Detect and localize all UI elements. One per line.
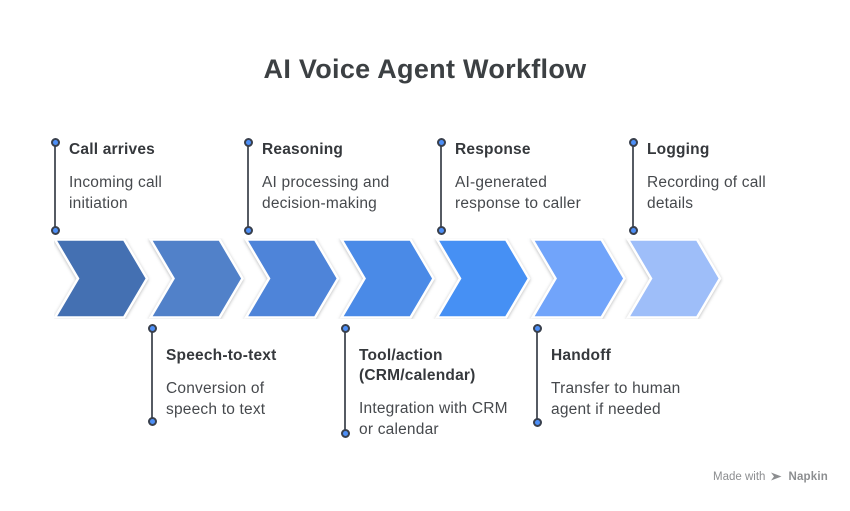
connector-dot-top — [629, 138, 638, 147]
diagram-title: AI Voice Agent Workflow — [263, 54, 587, 84]
connector-dot-bottom — [51, 226, 60, 235]
connector-line — [54, 142, 56, 230]
step-name: Reasoning — [262, 141, 344, 158]
connector-dot-top — [437, 138, 446, 147]
connector-dot-bottom — [629, 226, 638, 235]
connector-dot-bottom — [148, 417, 157, 426]
connector-dot-top — [51, 138, 60, 147]
step-speech-to-text: Speech-to-text Conversion of speech to t… — [166, 346, 301, 421]
step-reasoning: Reasoning AI processing and decision-mak… — [262, 140, 427, 215]
chevron-arrow — [148, 238, 244, 319]
napkin-logo-icon — [771, 472, 782, 481]
chevron-arrow — [434, 238, 531, 319]
step-logging: Logging Recording of call details — [647, 140, 802, 215]
chevron-arrow — [243, 238, 340, 319]
connector-dot-bottom — [341, 429, 350, 438]
connector-line — [536, 328, 538, 423]
step-response: Response AI-generated response to caller — [455, 140, 610, 215]
step-name: Logging — [647, 141, 710, 158]
step-name: Handoff — [551, 347, 611, 364]
chevron-arrow — [339, 238, 435, 319]
step-name: Call arrives — [69, 141, 155, 158]
connector-line — [344, 328, 346, 434]
step-description: Incoming call initiation — [69, 174, 163, 213]
step-description: Recording of call details — [647, 174, 766, 213]
chevron-arrow — [625, 238, 722, 319]
connector-line — [151, 328, 153, 422]
step-name: Response — [455, 141, 531, 158]
watermark-text: Made with — [713, 470, 766, 483]
connector-dot-bottom — [437, 226, 446, 235]
step-description: Transfer to human agent if needed — [551, 380, 681, 419]
step-name: Speech-to-text — [166, 347, 277, 364]
connector-dot-bottom — [533, 418, 542, 427]
watermark-brand: Napkin — [788, 470, 828, 483]
step-name: Tool/action (CRM/calendar) — [359, 347, 476, 385]
connector-dot-top — [244, 138, 253, 147]
chevron-arrow — [530, 238, 626, 319]
connector-line — [632, 142, 634, 230]
step-tool-action: Tool/action (CRM/calendar) Integration w… — [359, 346, 524, 441]
connector-dot-top — [148, 324, 157, 333]
connector-line — [247, 142, 249, 230]
connector-dot-top — [341, 324, 350, 333]
step-description: Integration with CRM or calendar — [359, 400, 508, 439]
chevron-arrow — [54, 238, 149, 319]
connector-dot-top — [533, 324, 542, 333]
step-handoff: Handoff Transfer to human agent if neede… — [551, 346, 701, 421]
step-call-arrives: Call arrives Incoming call initiation — [69, 140, 219, 215]
watermark: Made with Napkin — [713, 470, 828, 483]
workflow-arrow-row — [54, 238, 722, 319]
step-description: AI processing and decision-making — [262, 174, 390, 213]
step-description: Conversion of speech to text — [166, 380, 266, 419]
connector-line — [440, 142, 442, 230]
connector-dot-bottom — [244, 226, 253, 235]
step-description: AI-generated response to caller — [455, 174, 581, 213]
